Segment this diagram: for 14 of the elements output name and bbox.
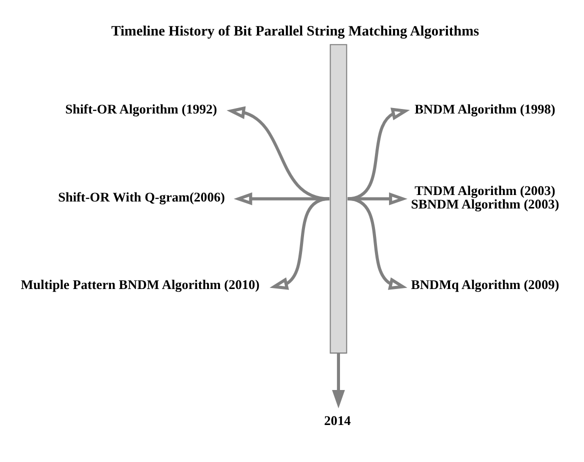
arrow xyxy=(270,197,330,290)
node-text: Shift-OR With Q-gram(2006) xyxy=(58,189,225,204)
arrow xyxy=(226,106,330,200)
arrow xyxy=(332,353,345,408)
arrow xyxy=(347,108,410,200)
arrow xyxy=(347,197,408,290)
node-text: 2014 xyxy=(324,412,351,428)
node-text: BNDMq Algorithm (2009) xyxy=(411,277,560,292)
node-text: Multiple Pattern BNDM Algorithm (2010) xyxy=(20,277,260,292)
node-text: TNDM Algorithm (2003) SBNDM Algorithm (2003) xyxy=(411,183,560,212)
node-bar xyxy=(330,44,348,354)
node-text: Shift-OR Algorithm (1992) xyxy=(65,101,218,116)
diagram-title: Timeline History of Bit Parallel String Matching Algorithms xyxy=(111,24,480,40)
node-text: BNDM Algorithm (1998) xyxy=(414,101,556,116)
